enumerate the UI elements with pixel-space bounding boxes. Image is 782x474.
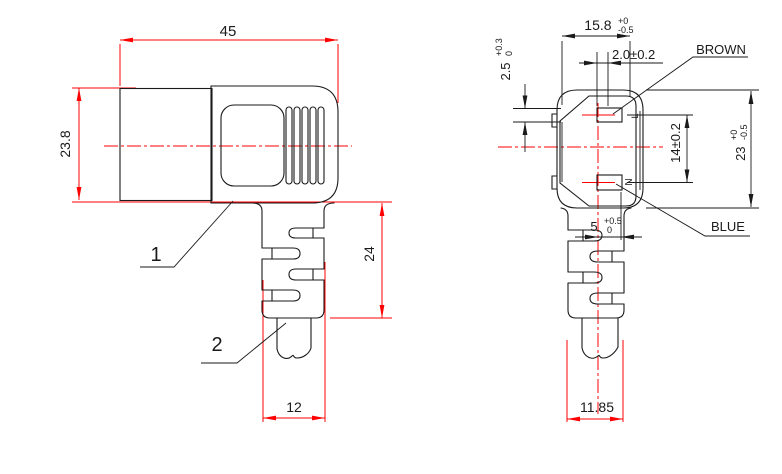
mark-neutral-terminal: N bbox=[624, 178, 635, 185]
dim-neutral-offset: 5 +0.5 0 bbox=[590, 211, 626, 235]
side-strain-relief bbox=[251, 202, 335, 319]
live-terminal-slot bbox=[596, 107, 623, 123]
front-view: 15.8 +0 -0.5 2.0±0.2 2.5 +0.3 0 14±0.2 2… bbox=[489, 11, 759, 422]
side-cable bbox=[276, 317, 312, 359]
connector-body-outline bbox=[119, 85, 339, 204]
vent-slots bbox=[285, 106, 325, 185]
dim-overall-length: 45 bbox=[220, 23, 237, 40]
balloon-connector-body: 1 bbox=[150, 244, 161, 266]
dim-strain-relief-width: 12 bbox=[286, 399, 302, 415]
balloon-leaders bbox=[140, 200, 287, 364]
dim-slot-width: 2.0±0.2 bbox=[612, 47, 655, 62]
dim-overall-height: 23.8 bbox=[57, 130, 73, 157]
mark-live-terminal: L bbox=[630, 113, 640, 118]
wire-leaders bbox=[612, 56, 750, 237]
label-blue-wire: BLUE bbox=[711, 219, 745, 234]
dim-slot-height: 2.5 +0.3 0 bbox=[489, 34, 514, 81]
label-brown-wire: BROWN bbox=[696, 42, 746, 57]
front-dimension-lines bbox=[513, 33, 759, 240]
dim-terminal-pitch: 14±0.2 bbox=[668, 123, 683, 163]
balloon-cable: 2 bbox=[211, 334, 222, 356]
front-cable bbox=[581, 317, 619, 359]
dim-strain-relief-length: 24 bbox=[361, 246, 377, 262]
dim-face-height: 23 +0 -0.5 bbox=[724, 124, 749, 160]
front-strain-relief bbox=[560, 207, 632, 319]
front-centerlines bbox=[498, 103, 663, 414]
dim-cable-boot-width: 11.85 bbox=[580, 399, 614, 415]
front-cable-dimension bbox=[566, 340, 624, 422]
neutral-terminal-slot bbox=[596, 174, 623, 191]
dim-face-width: 15.8 +0 -0.5 bbox=[584, 11, 633, 35]
side-view: 45 23.8 24 12 1 2 bbox=[57, 23, 392, 422]
